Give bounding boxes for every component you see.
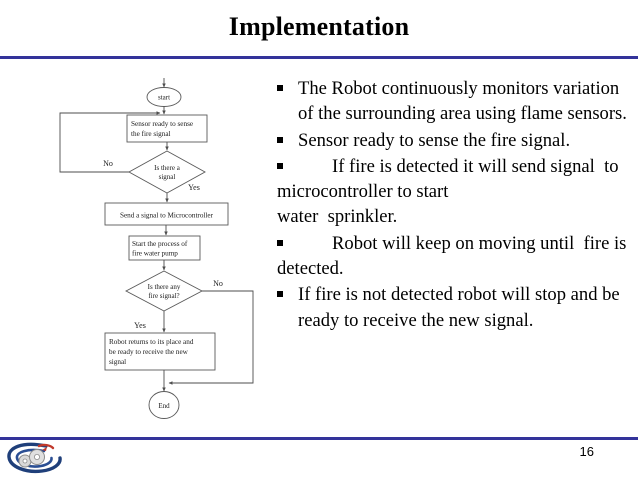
list-item: Robot will keep on moving until fire is … [271, 231, 638, 282]
flow-node-decision-fire-signal-line1: Is there any [148, 283, 181, 291]
list-item: Sensor ready to sense the fire signal. [271, 128, 638, 153]
flow-node-robot-returns-line3: signal [109, 358, 126, 366]
footer-divider [0, 437, 638, 440]
square-bullet-icon [277, 239, 283, 246]
flow-node-sensor-ready [126, 114, 208, 143]
header-divider [0, 56, 638, 59]
flow-node-decision-fire-signal-line2: fire signal? [148, 292, 179, 300]
page-number: 16 [579, 444, 594, 459]
flow-node-start-pump-line2: fire water pump [132, 250, 178, 258]
list-item-label-rest: signal to microcontroller to start water… [277, 155, 619, 228]
list-item: The Robot continuously monitors variatio… [271, 76, 638, 127]
flow-node-decision-signal-line2: signal [159, 173, 176, 181]
institution-logo [6, 442, 64, 476]
list-item-label: Sensor ready to sense the fire signal. [298, 129, 571, 151]
list-item: If fire is detected it will send signal … [271, 154, 638, 230]
square-bullet-icon [277, 162, 283, 169]
flow-node-decision-fire-signal [125, 270, 203, 312]
logo-swoosh-outer [7, 442, 62, 474]
page-title: Implementation [228, 12, 410, 41]
logo-gear-right-hub [33, 453, 40, 460]
flow-node-robot-returns-line1: Robot returns to its place and [109, 338, 194, 346]
flow-node-sensor-ready-line1: Sensor ready to sense [131, 120, 193, 128]
flow-node-start-label: start [158, 94, 170, 102]
flow-node-robot-returns-line2: be ready to receive the new [109, 348, 189, 356]
flow-node-decision-signal-line1: Is there a [154, 164, 181, 172]
flow-node-start-pump-line1: Start the process of [132, 240, 188, 248]
flow-node-robot-returns [104, 332, 216, 371]
list-item-label: The Robot continuously monitors variatio… [298, 78, 627, 125]
list-item-label-firstline: Robot will keep on moving [332, 232, 536, 254]
list-item-label: If fire is not detected robot will stop … [298, 284, 625, 331]
flow-node-end-label: End [158, 402, 170, 410]
square-bullet-icon [277, 291, 283, 298]
flow-edge-label-decision2-no: No [213, 279, 223, 288]
flow-node-send-signal-label: Send a signal to Microcontroller [120, 212, 214, 220]
list-item-label-rest: until fire is detected. [277, 232, 632, 280]
flow-node-end [148, 391, 180, 419]
logo-gear-left-hub [22, 458, 28, 464]
list-item: If fire is not detected robot will stop … [271, 282, 638, 333]
bullet-list: The Robot continuously monitors variatio… [271, 76, 638, 334]
square-bullet-icon [277, 85, 283, 91]
logo-red-flag [42, 447, 47, 451]
fire-fighting-robot-flowchart: start Sensor ready to sense the fire sig… [50, 78, 275, 423]
flow-edge-label-decision1-yes: Yes [188, 183, 200, 192]
flow-node-start-pump [128, 235, 201, 261]
flow-edge-label-decision2-yes: Yes [134, 321, 146, 330]
flow-edge-label-decision1-no: No [103, 159, 113, 168]
list-item-label-firstline: If fire is detected it will send [332, 155, 546, 177]
logo-red-accent [37, 443, 55, 450]
flow-node-sensor-ready-line2: the fire signal [131, 130, 171, 138]
flow-node-send-signal [104, 202, 229, 226]
square-bullet-icon [277, 136, 283, 143]
